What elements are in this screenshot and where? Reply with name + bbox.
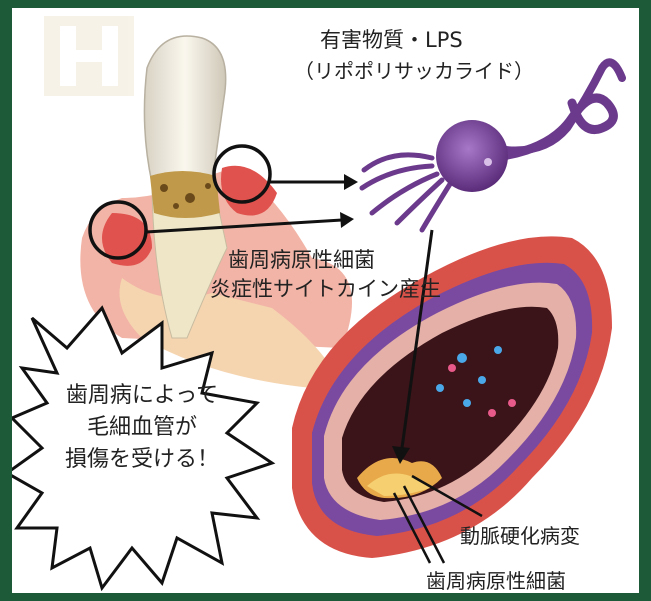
- bacteria-label: 歯周病原性細菌: [228, 244, 375, 274]
- burst-line-3: 損傷を受ける！: [52, 444, 232, 476]
- atherosclerosis-label: 動脈硬化病変: [460, 520, 580, 549]
- burst-text: 歯周病によって 毛細血管が 損傷を受ける！: [52, 380, 232, 476]
- vessel-bacteria-label: 歯周病原性細菌: [426, 565, 566, 593]
- bacterium-icon: [362, 62, 622, 230]
- cytokine-label: 炎症性サイトカイン産生: [210, 273, 441, 303]
- lps-subtitle: （リポポリサッカライド）: [294, 55, 534, 84]
- burst-line-2: 毛細血管が: [52, 412, 232, 444]
- burst-line-1: 歯周病によって: [52, 380, 232, 412]
- watermark-logo: [44, 16, 134, 96]
- lps-title: 有害物質・LPS: [320, 24, 463, 54]
- illustration-panel: 有害物質・LPS （リポポリサッカライド） 歯周病原性細菌 炎症性サイトカイン産…: [12, 8, 639, 593]
